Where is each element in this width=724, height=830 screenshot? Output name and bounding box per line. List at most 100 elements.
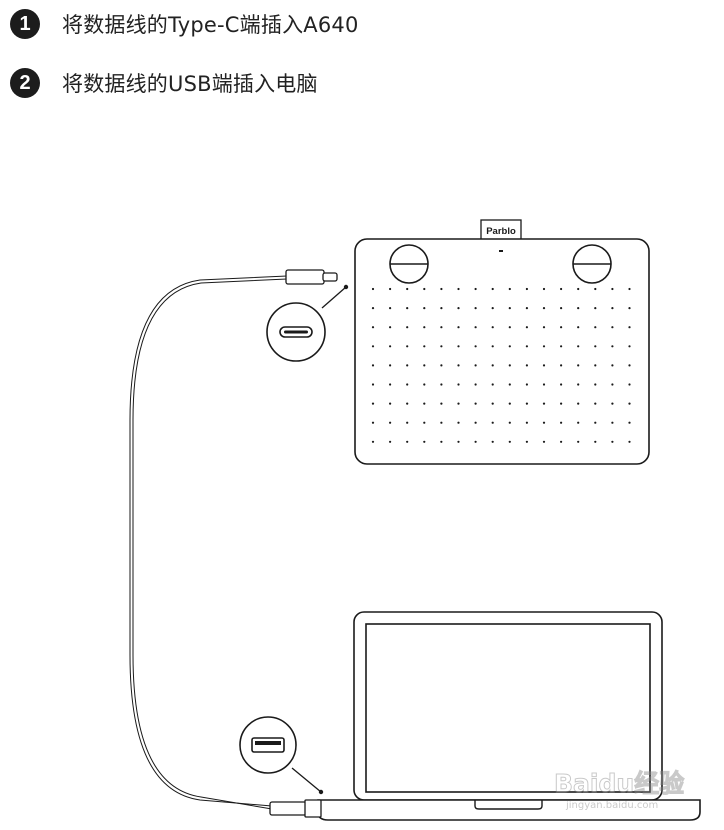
grid-dot xyxy=(594,421,597,424)
grid-dot xyxy=(491,402,494,405)
grid-dot xyxy=(560,402,563,405)
grid-dot xyxy=(491,287,494,291)
step-number-badge: 1 xyxy=(10,9,40,39)
grid-dot xyxy=(474,440,477,443)
usb-cable-inner xyxy=(132,278,288,810)
grid-dot xyxy=(389,440,392,443)
grid-dot xyxy=(577,326,580,329)
grid-dot xyxy=(423,326,426,329)
laptop-notch xyxy=(474,800,543,810)
grid-dot xyxy=(371,345,375,348)
grid-dot xyxy=(389,345,392,348)
grid-dot xyxy=(628,345,631,348)
grid-dot xyxy=(371,440,375,443)
grid-dot xyxy=(560,307,563,310)
grid-dot xyxy=(542,383,546,386)
step-1: 1 将数据线的Type-C端插入A640 xyxy=(10,9,359,39)
grid-dot xyxy=(389,383,392,386)
callout-line xyxy=(291,767,322,793)
grid-dot xyxy=(594,364,597,367)
grid-dot xyxy=(594,440,597,443)
grid-dot xyxy=(577,307,580,310)
grid-dot xyxy=(423,402,426,405)
laptop-screen xyxy=(365,623,651,793)
grid-dot xyxy=(457,402,460,405)
grid-dot xyxy=(508,307,511,310)
grid-dot xyxy=(525,326,529,329)
tablet-dot-grid xyxy=(371,287,631,443)
grid-dot xyxy=(371,307,375,310)
grid-dot xyxy=(611,287,614,291)
grid-dot xyxy=(491,440,494,443)
grid-dot xyxy=(542,440,546,443)
step-number-badge: 2 xyxy=(10,68,40,98)
step-instruction: 将数据线的USB端插入电脑 xyxy=(62,72,318,96)
usb-a-plug xyxy=(269,799,322,818)
type-c-plug xyxy=(285,269,338,285)
grid-dot xyxy=(474,326,477,329)
grid-dot xyxy=(542,287,546,291)
grid-dot xyxy=(389,287,392,291)
grid-dot xyxy=(628,364,631,367)
grid-dot xyxy=(406,421,409,424)
grid-dot xyxy=(474,383,477,386)
grid-dot xyxy=(389,421,392,424)
grid-dot xyxy=(525,287,529,291)
grid-dot xyxy=(508,383,511,386)
grid-dot xyxy=(474,364,477,367)
grid-dot xyxy=(491,383,494,386)
grid-dot xyxy=(371,383,375,386)
grid-dot xyxy=(611,326,614,329)
grid-dot xyxy=(491,326,494,329)
grid-dot xyxy=(474,402,477,405)
grid-dot xyxy=(440,345,443,348)
grid-dot xyxy=(508,402,511,405)
grid-dot xyxy=(525,307,529,310)
grid-dot xyxy=(474,307,477,310)
grid-dot xyxy=(457,287,460,291)
grid-dot xyxy=(594,383,597,386)
grid-dot xyxy=(611,345,614,348)
grid-dot xyxy=(406,440,409,443)
grid-dot xyxy=(594,402,597,405)
grid-dot xyxy=(560,287,563,291)
grid-dot xyxy=(628,307,631,310)
grid-dot xyxy=(611,307,614,310)
grid-dot xyxy=(542,345,546,348)
grid-dot xyxy=(406,364,409,367)
grid-dot xyxy=(371,364,375,367)
grid-dot xyxy=(628,402,631,405)
grid-dot xyxy=(457,383,460,386)
grid-dot xyxy=(371,287,375,291)
grid-dot xyxy=(594,287,597,291)
grid-dot xyxy=(525,364,529,367)
grid-dot xyxy=(389,364,392,367)
grid-dot xyxy=(508,326,511,329)
grid-dot xyxy=(628,383,631,386)
grid-dot xyxy=(371,421,375,424)
callout-dot xyxy=(318,789,324,795)
callout-dot xyxy=(343,284,349,290)
grid-dot xyxy=(542,364,546,367)
baidu-watermark: Baidu经验 jingyan.baidu.com xyxy=(554,769,685,812)
grid-dot xyxy=(542,421,546,424)
grid-dot xyxy=(628,440,631,443)
grid-dot xyxy=(560,326,563,329)
grid-dot xyxy=(508,364,511,367)
grid-dot xyxy=(577,440,580,443)
grid-dot xyxy=(440,440,443,443)
grid-dot xyxy=(440,421,443,424)
grid-dot xyxy=(423,287,426,291)
grid-dot xyxy=(440,364,443,367)
grid-dot xyxy=(577,287,580,291)
callout-line xyxy=(321,286,347,309)
grid-dot xyxy=(440,383,443,386)
grid-dot xyxy=(491,364,494,367)
grid-dot xyxy=(406,383,409,386)
grid-dot xyxy=(577,345,580,348)
grid-dot xyxy=(457,345,460,348)
grid-dot xyxy=(628,326,631,329)
grid-dot xyxy=(423,345,426,348)
grid-dot xyxy=(423,307,426,310)
